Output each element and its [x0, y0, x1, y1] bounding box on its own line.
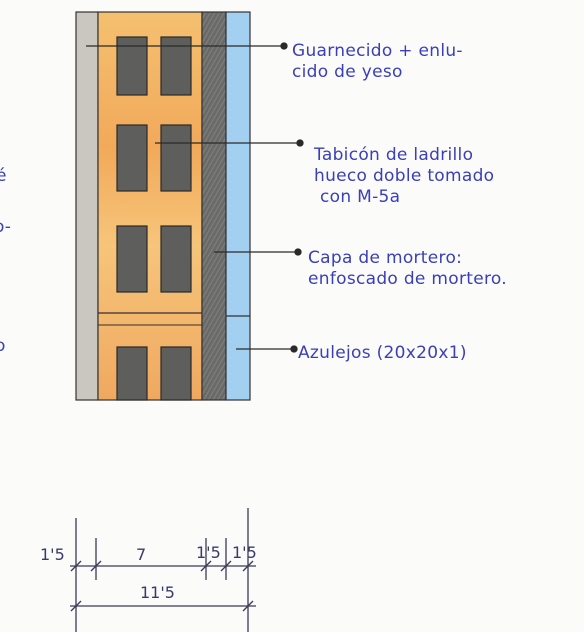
plaster-layer — [75, 11, 99, 401]
brick-hole — [116, 36, 148, 96]
dimension-slash — [220, 560, 232, 572]
brick-holes — [116, 36, 192, 401]
tile-layer — [225, 11, 251, 401]
label-partition: Tabicón de ladrillo hueco doble tomado c… — [313, 145, 494, 207]
dimension-slash — [242, 600, 254, 612]
leader-lines — [86, 42, 304, 353]
dim-mortar: 1'5 — [196, 543, 221, 562]
brick-hole — [160, 346, 192, 401]
edge-mark: o — [0, 336, 5, 356]
dimension-slash — [70, 600, 82, 612]
dimension-slash — [90, 560, 102, 572]
label-line: Tabicón de ladrillo — [313, 145, 473, 165]
dim-tile: 1'5 — [232, 543, 257, 562]
edge-mark: o- — [0, 217, 11, 237]
label-line: enfoscado de mortero. — [308, 269, 507, 289]
leader-arrowhead — [294, 248, 302, 256]
dimension-slash — [200, 560, 212, 572]
brick-hole — [116, 346, 148, 401]
leader-arrowhead — [280, 42, 288, 50]
leader-arrowhead — [296, 139, 304, 147]
label-finish: Guarnecido + enlu- cido de yeso — [292, 41, 463, 82]
brick-hole — [160, 36, 192, 96]
dimension-values: 1'5 7 1'5 1'5 11'5 — [40, 543, 257, 602]
label-tiles: Azulejos (20x20x1) — [298, 343, 467, 363]
dimension-annotation — [70, 508, 256, 632]
label-line: cido de yeso — [292, 62, 403, 82]
label-line: Azulejos (20x20x1) — [298, 343, 467, 363]
wall-section — [75, 11, 251, 401]
edge-marks: é o- o — [0, 166, 11, 356]
brick-hole — [160, 124, 192, 192]
dimension-slash — [242, 560, 254, 572]
brick-hole — [116, 124, 148, 192]
dimension-slash — [70, 560, 82, 572]
dim-left-finish: 1'5 — [40, 545, 65, 564]
brick-hole — [116, 225, 148, 293]
label-mortar: Capa de mortero: enfoscado de mortero. — [308, 248, 507, 289]
dim-total: 11'5 — [140, 583, 175, 602]
brick-hole — [160, 225, 192, 293]
label-line: Guarnecido + enlu- — [292, 41, 463, 61]
leader-arrowhead — [290, 345, 298, 353]
label-line: con M-5a — [320, 187, 400, 207]
label-line: hueco doble tomado — [314, 166, 494, 186]
mortar-layer — [201, 11, 227, 401]
label-line: Capa de mortero: — [308, 248, 462, 268]
dim-brick: 7 — [136, 545, 146, 564]
edge-mark: é — [0, 166, 6, 186]
